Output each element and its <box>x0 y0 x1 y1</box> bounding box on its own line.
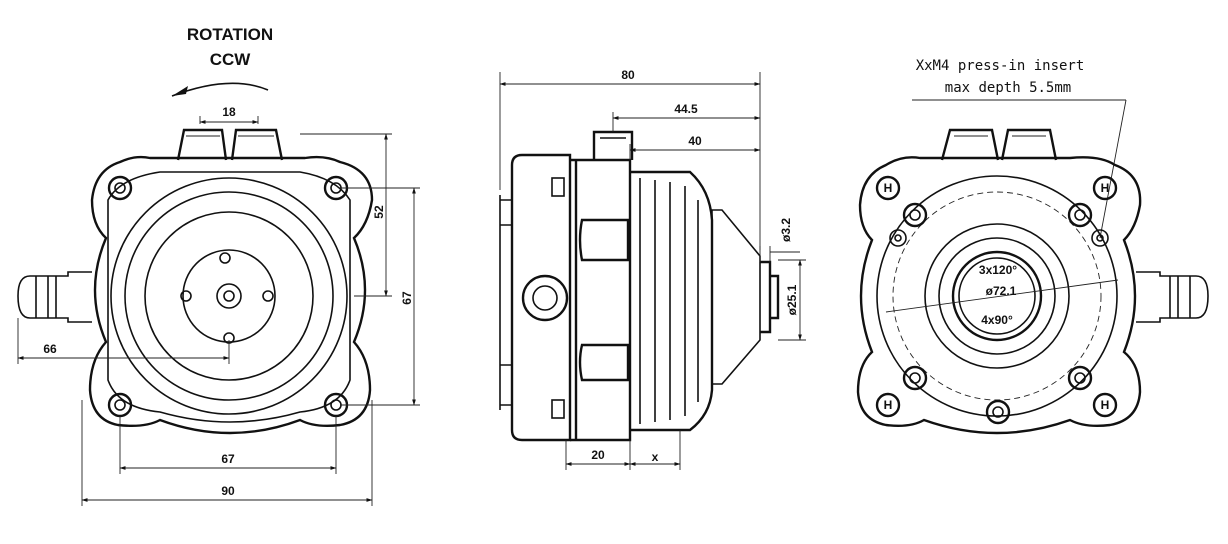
back-bolt-bl: H <box>875 392 901 418</box>
front-hub-hole-top <box>219 252 231 264</box>
back-view: XxM4 press-in insert max depth 5.5mm 3x1… <box>856 58 1209 435</box>
bolt-mark-tr: H <box>1101 181 1110 195</box>
front-view: ROTATION CCW 18 52 <box>17 25 420 506</box>
side-top-connector <box>592 130 634 160</box>
side-view: 80 44.5 40 ø3.2 ø25.1 20 x <box>499 68 806 470</box>
side-bolt-heads <box>551 177 565 419</box>
bolt-mark-tl: H <box>884 181 893 195</box>
back-insert-hole-7 <box>1091 229 1109 247</box>
front-bolt-tl <box>107 175 133 201</box>
front-hub-hole-right <box>262 290 274 302</box>
dim-x: x <box>652 450 659 464</box>
front-shaft-center <box>223 290 235 302</box>
front-cable-gland <box>17 271 92 323</box>
back-bolt-tr: H <box>1092 175 1118 201</box>
back-insert-hole-5 <box>985 399 1011 425</box>
front-hub-hole-left <box>180 290 192 302</box>
side-flange <box>570 158 632 442</box>
back-bolt-tl: H <box>875 175 901 201</box>
front-top-connector <box>176 128 284 161</box>
back-insert-hole-4 <box>1067 365 1093 391</box>
back-center-top: 3x120° <box>979 263 1017 277</box>
side-rear-plate-tabs <box>500 199 512 406</box>
insert-note-line1: XxM4 press-in insert <box>916 58 1085 74</box>
back-cable-gland <box>1136 271 1209 323</box>
dim-shaft-small: ø3.2 <box>779 218 793 242</box>
back-ring-5 <box>951 250 1043 342</box>
dim-left-offset: 66 <box>43 342 57 356</box>
side-motor-ribs <box>639 178 699 424</box>
back-insert-hole-1 <box>902 202 928 228</box>
back-insert-hole-6 <box>889 229 907 247</box>
back-bolt-br: H <box>1092 392 1118 418</box>
dim-bolt-span: 67 <box>221 452 235 466</box>
rotation-label-line1: ROTATION <box>187 25 273 44</box>
bolt-mark-br: H <box>1101 398 1110 412</box>
back-ring-4 <box>938 237 1056 355</box>
front-ring-2 <box>124 191 334 401</box>
back-housing-outline <box>856 156 1142 435</box>
side-shaft <box>760 260 780 334</box>
front-housing-inner <box>107 171 351 423</box>
back-center-mid: ø72.1 <box>986 284 1017 298</box>
front-ring-1 <box>110 177 348 415</box>
side-front-cone <box>711 209 761 385</box>
insert-note-line2: max depth 5.5mm <box>945 80 1071 96</box>
dim-d1: 44.5 <box>674 102 698 116</box>
back-ring-3 <box>924 223 1070 369</box>
back-insert-hole-2 <box>1067 202 1093 228</box>
dim-d2: 40 <box>688 134 702 148</box>
dim-shaft-dia: ø25.1 <box>785 284 799 315</box>
front-shaft <box>216 283 242 309</box>
front-housing-outline <box>88 155 374 435</box>
front-ring-3 <box>144 211 314 381</box>
side-flange-lugs <box>578 218 630 382</box>
rotation-arrowhead <box>172 86 188 96</box>
bolt-mark-bl: H <box>884 398 893 412</box>
dim-top-gap: 18 <box>222 105 236 119</box>
note-leader <box>1099 99 1127 239</box>
dim-height-outer: 52 <box>372 205 386 219</box>
rotation-label-line2: CCW <box>210 50 252 69</box>
back-ring-outer <box>876 175 1118 417</box>
dim-overall-length: 80 <box>621 68 635 82</box>
side-rear-housing <box>510 153 572 442</box>
front-hub <box>182 249 276 343</box>
dim-flange: 20 <box>591 448 605 462</box>
side-cable-gland <box>521 274 569 322</box>
dim-height-inner: 67 <box>400 291 414 305</box>
back-diameter-line <box>885 279 1119 313</box>
back-insert-hole-3 <box>902 365 928 391</box>
side-motor-body <box>630 170 714 432</box>
dim-overall-width: 90 <box>221 484 235 498</box>
back-top-connector <box>940 128 1058 161</box>
back-ring-6 <box>958 257 1036 335</box>
back-center-bot: 4x90° <box>981 313 1013 327</box>
